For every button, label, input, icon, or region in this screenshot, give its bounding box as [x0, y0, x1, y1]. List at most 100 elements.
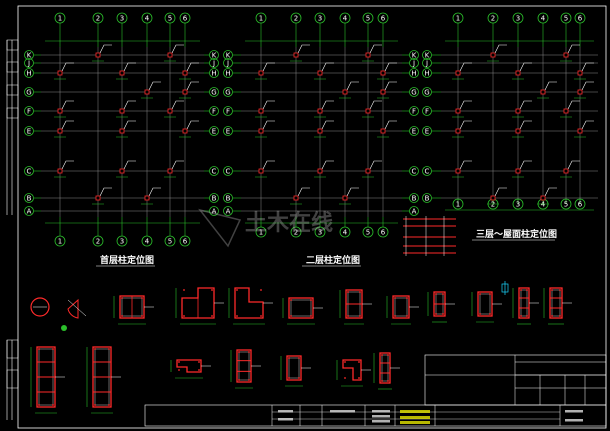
- axis-label-left: J: [425, 60, 428, 68]
- rebar-dot: [551, 315, 553, 317]
- axis-bubble-right: [409, 206, 419, 216]
- column-section-details: [30, 281, 572, 414]
- column-leader: [544, 187, 557, 197]
- column-leader: [459, 120, 472, 130]
- rebar-dot: [248, 379, 250, 381]
- column-marker: [490, 195, 496, 201]
- axis-label-left: C: [27, 168, 32, 176]
- column-leader: [459, 100, 472, 110]
- axis-label-bottom: 2: [491, 201, 495, 209]
- axis-label-left: A: [226, 208, 231, 216]
- axis-bubble-bottom: [452, 198, 464, 210]
- axis-bubble-right: [409, 68, 419, 78]
- column-marker: [540, 89, 546, 95]
- axis-bubble-bottom: [362, 226, 374, 238]
- axis-label-bottom: 5: [564, 201, 568, 209]
- axis-bubble-top: [537, 12, 549, 24]
- axis-bubble-bottom: [164, 235, 176, 247]
- column-marker: [490, 52, 496, 58]
- section-stirrup: [238, 351, 250, 381]
- axis-label-top: 6: [578, 15, 583, 23]
- axis-label-right: J: [412, 60, 415, 68]
- column-marker: [563, 108, 569, 114]
- column-marker: [144, 195, 150, 201]
- column-marker: [317, 108, 323, 114]
- column-leader: [148, 81, 161, 91]
- column-section-7: [427, 291, 455, 323]
- axis-bubble-left: [422, 166, 432, 176]
- axis-label-left: K: [226, 52, 231, 60]
- rebar-dot: [290, 299, 292, 301]
- rebar-dot: [310, 299, 312, 301]
- column-leader: [186, 120, 199, 130]
- column-leader: [321, 62, 334, 72]
- axis-label-left: J: [226, 60, 229, 68]
- section-stirrup: [520, 289, 528, 317]
- axis-bubble-bottom: [116, 235, 128, 247]
- column-marker: [342, 195, 348, 201]
- axis-label-left: C: [226, 168, 231, 176]
- axis-label-right: E: [412, 128, 416, 136]
- axis-bubble-bottom: [339, 226, 351, 238]
- column-leader: [123, 160, 136, 170]
- section-stirrup: [288, 357, 300, 379]
- axis-bubble-right: [209, 106, 219, 116]
- axis-bubble-right: [409, 193, 419, 203]
- column-marker: [577, 89, 583, 95]
- column-marker: [57, 108, 63, 114]
- plan-title-1: 首层柱定位图: [100, 254, 154, 266]
- plan-title-2: 二层柱定位图: [306, 254, 360, 266]
- axis-label-top: 2: [294, 15, 298, 23]
- column-marker: [119, 128, 125, 134]
- axis-label-right: G: [411, 89, 416, 97]
- rebar-dot: [183, 315, 185, 317]
- axis-bubble-left: [24, 166, 34, 176]
- axis-bubble-right: [209, 166, 219, 176]
- axis-bubble-top: [290, 12, 302, 24]
- column-marker: [57, 128, 63, 134]
- section-stirrup: [479, 293, 491, 315]
- axis-label-right: H: [211, 70, 216, 78]
- column-leader: [123, 62, 136, 72]
- rebar-dot: [387, 354, 389, 356]
- axis-bubble-left: [422, 58, 432, 68]
- column-leader: [567, 160, 580, 170]
- axis-bubble-left: [24, 126, 34, 136]
- axis-label-left: B: [425, 195, 430, 203]
- axis-bubble-bottom: [54, 235, 66, 247]
- column-marker: [258, 168, 264, 174]
- axis-bubble-top: [339, 12, 351, 24]
- column-leader: [148, 187, 161, 197]
- section-round-column: [30, 297, 50, 317]
- column-marker: [365, 108, 371, 114]
- axis-bubble-top: [116, 12, 128, 24]
- axis-label-left: K: [425, 52, 430, 60]
- axis-bubble-top: [487, 12, 499, 24]
- axis-label-top: 3: [516, 15, 520, 23]
- rebar-dot: [406, 315, 408, 317]
- rebar-dot: [52, 404, 54, 406]
- axis-label-right: H: [411, 70, 416, 78]
- axis-label-right: K: [412, 52, 417, 60]
- axis-bubble-left: [223, 126, 233, 136]
- rebar-dot: [141, 315, 143, 317]
- section-stirrup: [394, 297, 408, 317]
- column-marker: [317, 70, 323, 76]
- axis-bubble-left: [223, 50, 233, 60]
- axis-bubble-bottom: [377, 226, 389, 238]
- rebar-dot: [298, 357, 300, 359]
- axis-bubble-bottom: [255, 226, 267, 238]
- column-leader: [99, 187, 112, 197]
- rebar-dot: [178, 361, 180, 363]
- rebar-dot: [489, 313, 491, 315]
- rebar-dot: [248, 351, 250, 353]
- axis-label-right: K: [212, 52, 217, 60]
- rebar-dot: [178, 369, 180, 371]
- axis-label-top: 1: [58, 15, 62, 23]
- axis-bubble-bottom: [179, 235, 191, 247]
- axis-label-bottom: 1: [58, 238, 62, 246]
- column-section-15: [280, 355, 311, 387]
